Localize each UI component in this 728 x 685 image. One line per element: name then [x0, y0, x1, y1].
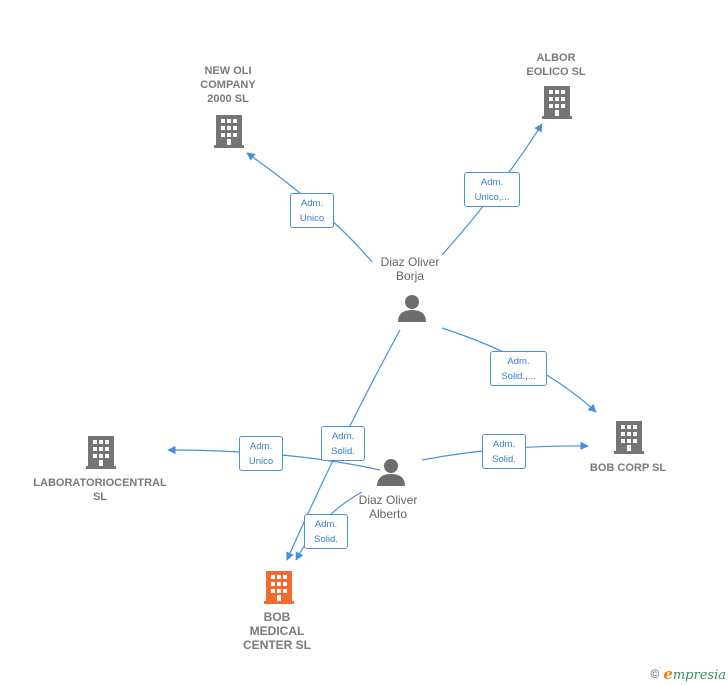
edge-label-borja-bobmedical: Adm. Solid. — [321, 426, 365, 461]
person-icon-alberto[interactable] — [377, 459, 405, 486]
edge-label-borja-albor: Adm. Unico,... — [464, 172, 520, 207]
node-label-alberto[interactable]: Diaz Oliver Alberto — [358, 493, 418, 521]
edge-label-alberto-bobcorp: Adm. Solid. — [482, 434, 526, 469]
node-label-bobmedical[interactable]: BOB MEDICAL CENTER SL — [242, 610, 311, 652]
edge-label-alberto-laboratorio: Adm. Unico — [239, 436, 283, 471]
edge-label-borja-newoli: Adm. Unico — [290, 193, 334, 228]
node-label-bobcorp[interactable]: BOB CORP SL — [589, 462, 667, 474]
building-windows — [93, 90, 637, 601]
edge-label-borja-bobcorp: Adm. Solid.,... — [490, 351, 547, 386]
person-icon-borja[interactable] — [398, 295, 426, 322]
copyright-icon: © — [650, 667, 660, 681]
node-label-laboratorio[interactable]: LABORATORIOCENTRAL SL — [33, 477, 167, 503]
brand-logo: empresia — [663, 665, 726, 683]
footer-brand: © empresia — [650, 665, 726, 683]
node-label-newoli[interactable]: NEW OLI COMPANY 2000 SL — [200, 65, 256, 105]
node-label-albor[interactable]: ALBOR EOLICO SL — [526, 52, 586, 78]
node-label-borja[interactable]: Diaz Oliver Borja — [380, 255, 440, 283]
edge-label-alberto-bobmedical: Adm. Solid. — [304, 514, 348, 549]
